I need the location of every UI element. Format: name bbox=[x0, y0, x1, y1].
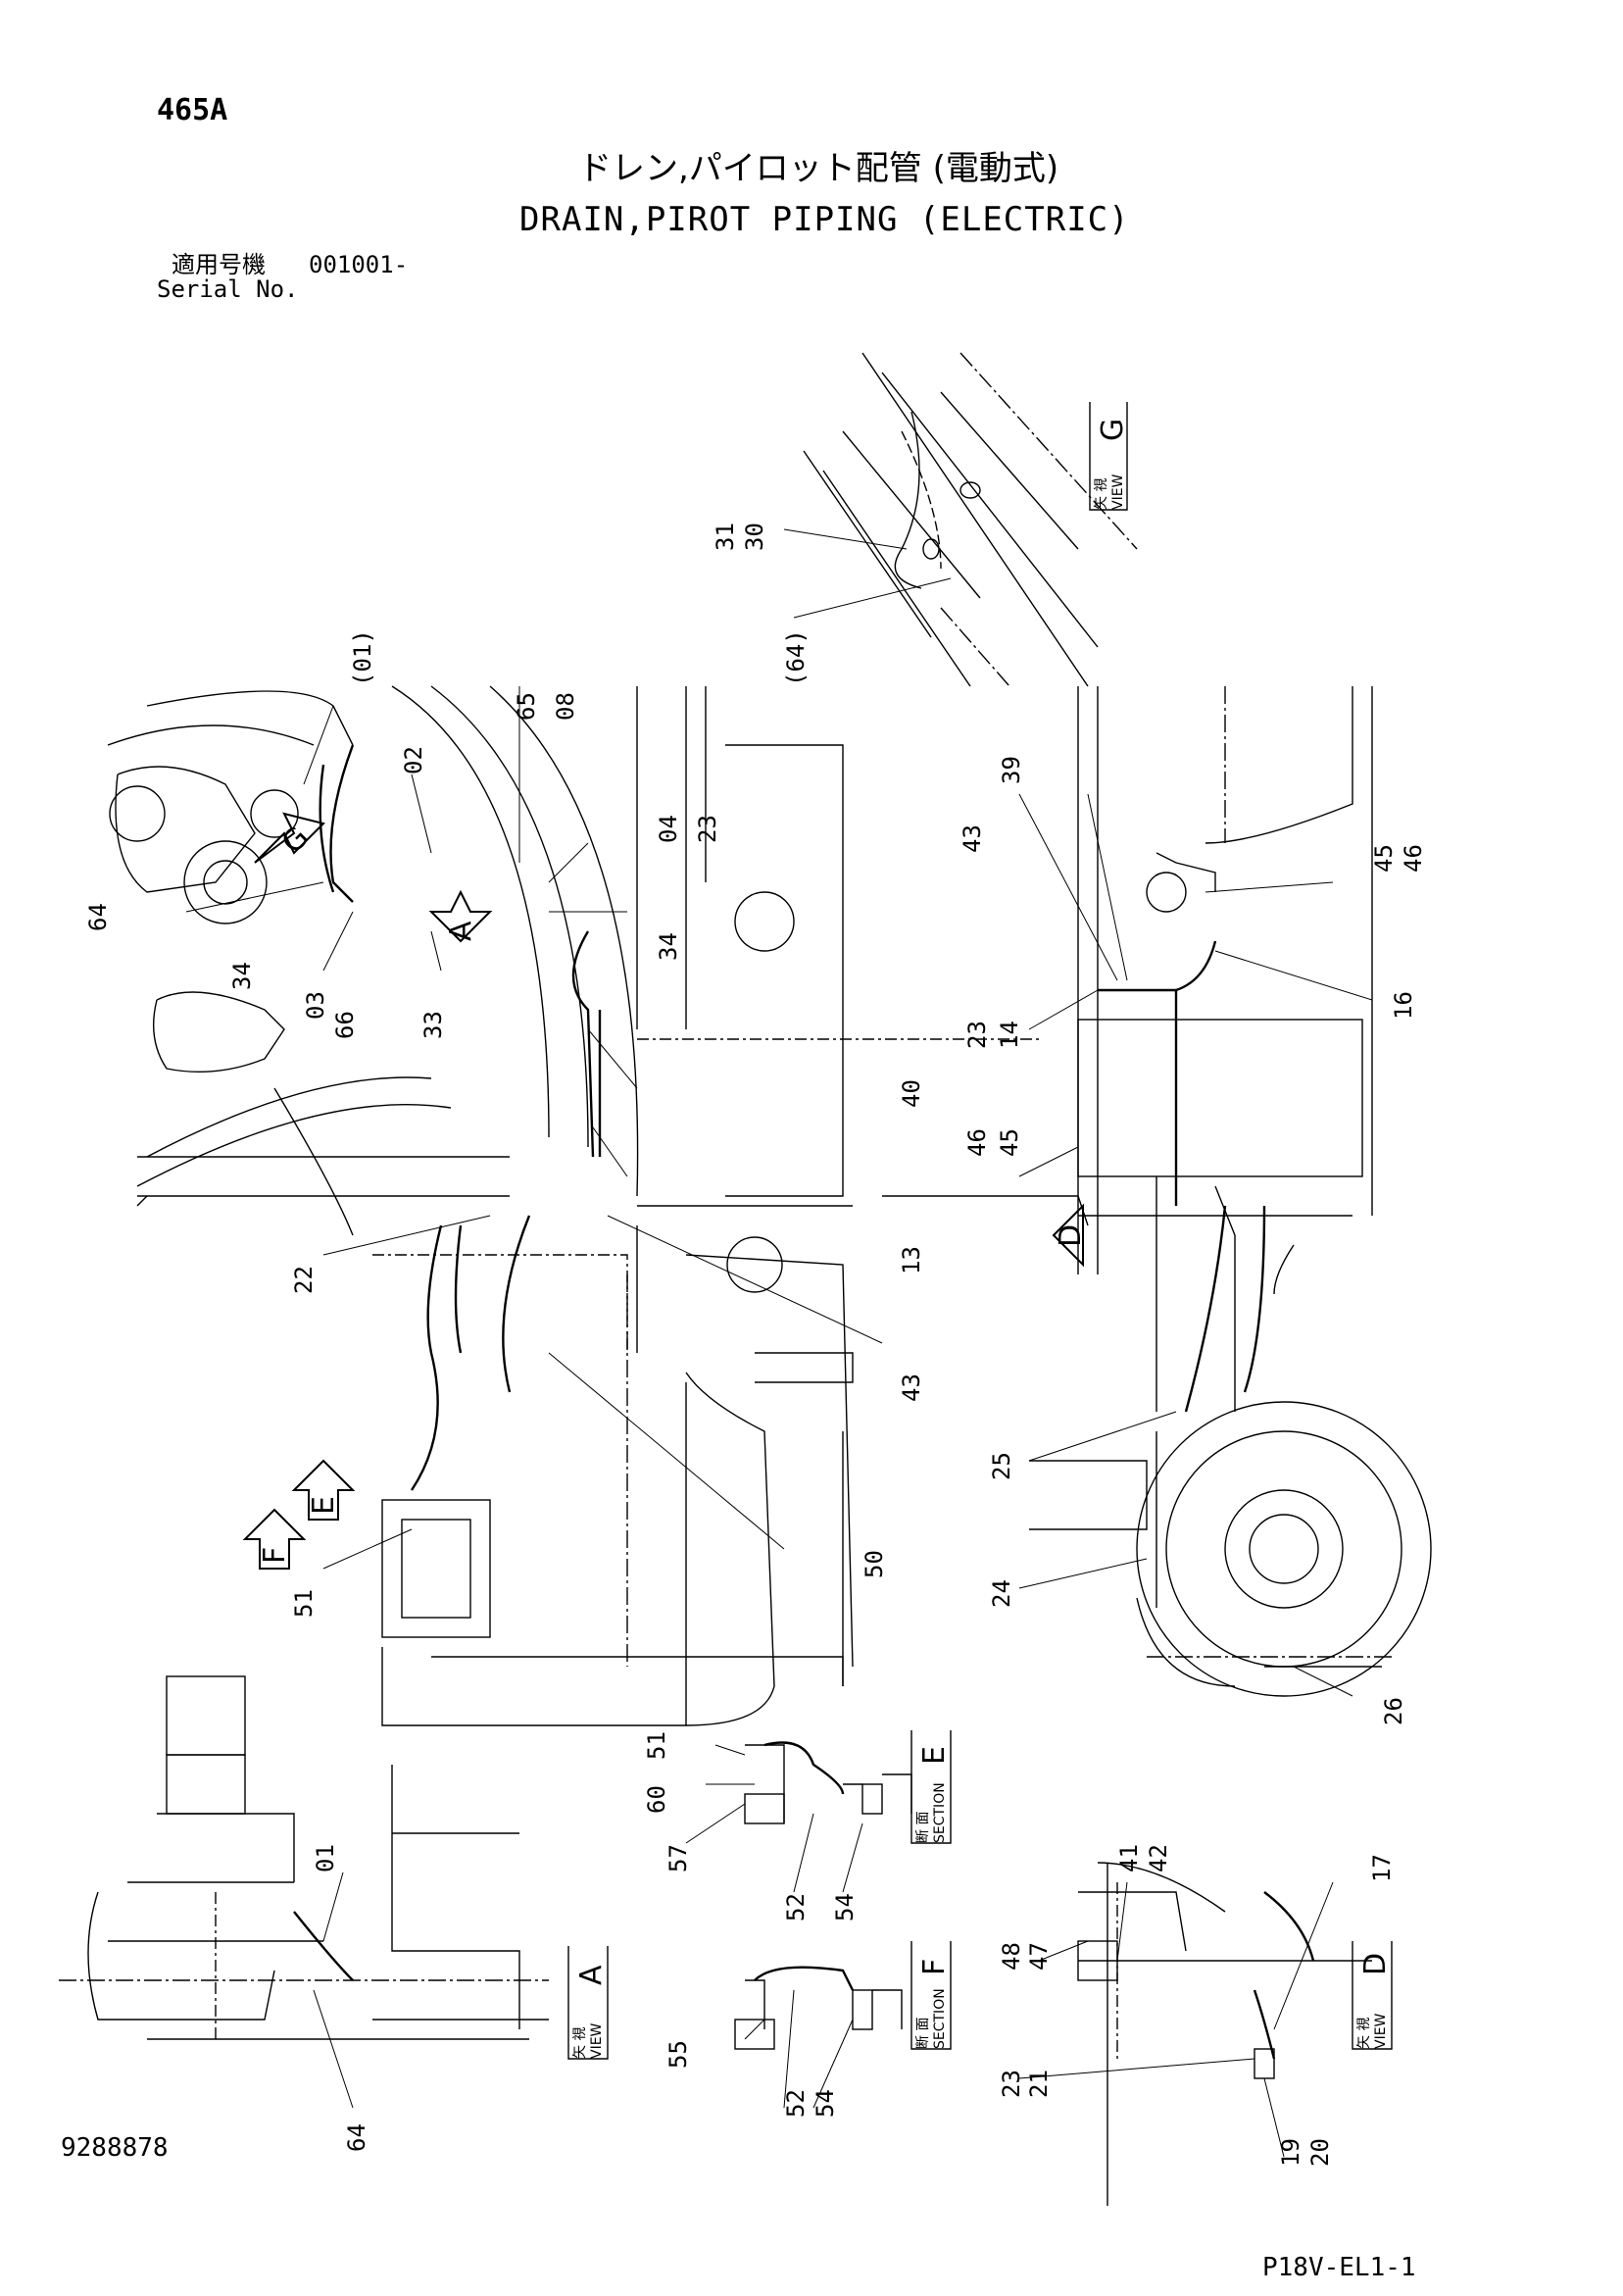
view-a-detail bbox=[59, 1675, 549, 2040]
part-label: 34 bbox=[228, 962, 256, 990]
part-label: 51 bbox=[643, 1731, 670, 1760]
view-arrow-letter: D bbox=[1054, 1224, 1088, 1247]
view-d-detail bbox=[1077, 1862, 1372, 2206]
part-label: 54 bbox=[831, 1893, 859, 1922]
part-label: 64 bbox=[343, 2123, 370, 2152]
part-label: 55 bbox=[664, 2040, 692, 2069]
view-box-kind-jp: 断 面 bbox=[915, 2018, 931, 2049]
section-e-detail bbox=[744, 1741, 912, 1824]
view-box-kind-jp: 矢 視 bbox=[1356, 2018, 1372, 2049]
view-box-letter: F bbox=[917, 1959, 952, 1975]
part-label: 25 bbox=[988, 1452, 1015, 1480]
part-label: 52 bbox=[782, 1893, 810, 1922]
part-label: 40 bbox=[898, 1079, 925, 1108]
part-label: 39 bbox=[998, 756, 1025, 784]
right-frame bbox=[1029, 686, 1432, 1697]
part-label: (64) bbox=[782, 629, 810, 686]
view-box-kind-en: VIEW bbox=[1110, 474, 1126, 510]
part-label: 14 bbox=[996, 1021, 1023, 1049]
part-label: 45 bbox=[1370, 844, 1398, 873]
view-box-letter: A bbox=[574, 1965, 609, 1985]
part-label: 46 bbox=[963, 1128, 991, 1157]
part-label: 04 bbox=[655, 815, 682, 843]
part-label: 02 bbox=[400, 746, 427, 774]
page-title-english: DRAIN,PIROT PIPING (ELECTRIC) bbox=[519, 200, 1130, 239]
view-arrow-shapes bbox=[242, 812, 1084, 1570]
part-label: 20 bbox=[1306, 2138, 1334, 2167]
view-box-kind-jp: 矢 視 bbox=[572, 2027, 588, 2059]
part-label: 34 bbox=[655, 932, 682, 961]
part-label: 23 bbox=[998, 2070, 1025, 2098]
part-label: 45 bbox=[996, 1128, 1023, 1157]
part-label: 01 bbox=[312, 1844, 339, 1872]
view-box-letter: E bbox=[917, 1746, 952, 1765]
pilot-hoses bbox=[319, 744, 1266, 1491]
part-label: 33 bbox=[419, 1011, 447, 1039]
part-label: 16 bbox=[1390, 991, 1417, 1020]
view-arrow-letter: E bbox=[307, 1496, 341, 1515]
serial-range: 001001- bbox=[309, 251, 409, 278]
part-label: 23 bbox=[694, 815, 721, 843]
part-label: 46 bbox=[1400, 844, 1427, 873]
section-f-detail bbox=[734, 1966, 903, 2050]
part-label: 48 bbox=[998, 1942, 1025, 1971]
view-box-frames bbox=[567, 402, 1393, 2060]
serial-label-japanese: 適用号機 bbox=[172, 251, 266, 278]
part-label: 21 bbox=[1025, 2070, 1053, 2098]
part-label: 54 bbox=[812, 2089, 839, 2118]
part-label: 57 bbox=[664, 1844, 692, 1872]
view-box-kind-jp: 矢 視 bbox=[1094, 478, 1109, 510]
part-label: 17 bbox=[1368, 1854, 1396, 1882]
view-arrow-letter: A bbox=[444, 921, 478, 941]
part-label: 60 bbox=[643, 1785, 670, 1814]
part-label: 03 bbox=[302, 991, 329, 1020]
view-box-letter: G bbox=[1096, 419, 1130, 441]
part-label: 66 bbox=[331, 1011, 359, 1039]
view-box-kind-en: VIEW bbox=[1373, 2013, 1389, 2049]
upper-left-assembly bbox=[107, 685, 639, 1236]
part-label: 43 bbox=[959, 824, 986, 853]
drawing-number: 9288878 bbox=[61, 2133, 169, 2163]
part-label: 51 bbox=[290, 1589, 318, 1618]
part-label: 30 bbox=[741, 523, 768, 551]
part-label: 22 bbox=[290, 1266, 318, 1294]
valve-block bbox=[372, 1254, 844, 1726]
part-label: (01) bbox=[349, 629, 376, 686]
part-label: 24 bbox=[988, 1579, 1015, 1608]
part-label: 65 bbox=[513, 692, 540, 721]
part-label: 31 bbox=[712, 523, 739, 551]
part-label: 50 bbox=[861, 1550, 888, 1578]
view-arrow-letter: F bbox=[258, 1547, 292, 1564]
part-label: 43 bbox=[898, 1373, 925, 1402]
page-title-japanese: ドレン,パイロット配管 (電動式) bbox=[578, 149, 1059, 188]
part-label: 26 bbox=[1380, 1697, 1407, 1725]
part-label-group: 31 30 (64) (01) 02 65 08 04 23 64 34 03 … bbox=[84, 523, 1427, 2167]
view-box-kind-en: SECTION bbox=[932, 1782, 948, 1843]
view-arrow-letter: G bbox=[275, 820, 316, 860]
part-label: 47 bbox=[1025, 1942, 1053, 1971]
page-number: 465A bbox=[157, 93, 228, 127]
leader-lines bbox=[185, 528, 1373, 2158]
view-box-kind-en: VIEW bbox=[589, 2022, 605, 2059]
view-arrow-letters: G A E F D bbox=[258, 820, 1088, 1564]
view-box-kind-en: SECTION bbox=[932, 1988, 948, 2049]
part-label: 13 bbox=[898, 1246, 925, 1274]
part-label: 23 bbox=[963, 1021, 991, 1049]
serial-label-english: Serial No. bbox=[157, 275, 299, 303]
part-label: 08 bbox=[552, 692, 579, 721]
view-g-detail bbox=[803, 352, 1138, 687]
part-label: 41 bbox=[1115, 1844, 1143, 1872]
part-label: 52 bbox=[782, 2089, 810, 2118]
view-box-kind-jp: 断 面 bbox=[915, 1812, 931, 1843]
part-label: 19 bbox=[1277, 2138, 1304, 2167]
view-box-letter: D bbox=[1358, 1953, 1393, 1975]
view-box-labels: 矢 視 VIEW G 断 面 SECTION E 矢 視 VIEW A 断 面 … bbox=[572, 419, 1393, 2059]
part-label: 42 bbox=[1145, 1844, 1172, 1872]
page-code: P18V-EL1-1 bbox=[1262, 2253, 1416, 2282]
part-label: 64 bbox=[84, 903, 112, 931]
